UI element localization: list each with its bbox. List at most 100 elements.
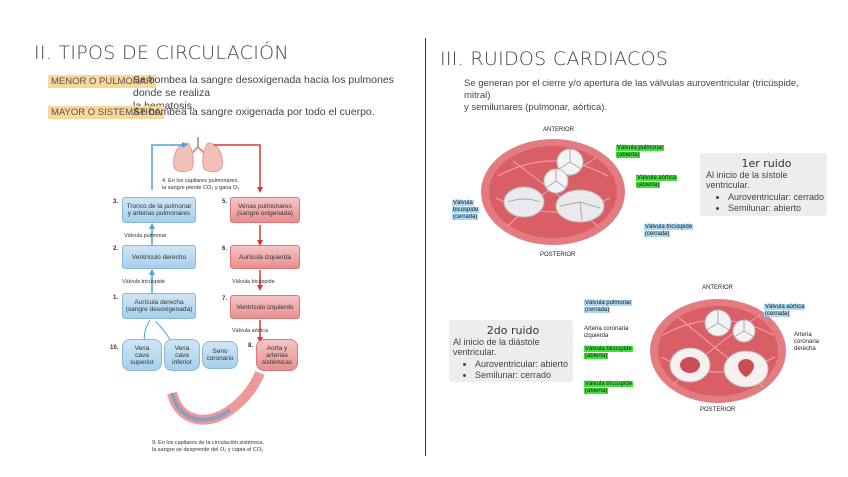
step-7-number: 7. bbox=[222, 296, 228, 302]
bottom-coron-der-line2: coronaria bbox=[794, 339, 820, 345]
step-8-number: 8. bbox=[248, 343, 254, 349]
bottom-coron-der-line1: Arteria bbox=[794, 332, 812, 338]
bottom-pulmonar-line1: Válvula pulmonar bbox=[584, 300, 633, 306]
box3-line1: Tronco de la pulmonar bbox=[126, 203, 192, 210]
bottom-coronaria-izq-label: Arteria coronaria izquierda bbox=[584, 326, 628, 340]
bottom-anterior-label: ANTERIOR bbox=[702, 285, 734, 291]
ruidos-intro: Se generan por el cierre y/o apertura de… bbox=[464, 78, 824, 114]
card1-list: Auroventricular: cerrado Semilunar: abie… bbox=[706, 192, 827, 214]
box8-line1: Aorta y bbox=[266, 344, 288, 352]
bottom-aortica-line2: (cerrada) bbox=[764, 311, 791, 317]
bottom-tricuspide-line2: (abierta) bbox=[584, 388, 609, 394]
top-bicuspide-line3: (cerrada) bbox=[452, 214, 479, 220]
bottom-coron-der-line3: derecha bbox=[794, 346, 816, 352]
top-tricuspide-label: Válvula tricúspide (cerrada) bbox=[644, 224, 694, 238]
bottom-pulmonar-line2: (cerrada) bbox=[584, 307, 611, 313]
top-pulmonar-line2: (abierta) bbox=[616, 152, 641, 158]
section-title-circulacion: II. TIPOS DE CIRCULACIÓN bbox=[34, 42, 289, 64]
card1-title: 1er ruido bbox=[741, 157, 792, 170]
bottom-bicuspide-line2: (abierta) bbox=[584, 353, 609, 359]
heart-top-drawing bbox=[481, 139, 625, 245]
box-aorta: Aorta y arterias sistémicas bbox=[256, 339, 298, 371]
vci-line3: inferior bbox=[172, 358, 192, 366]
step-4-caption: 4. En los capilares pulmonares, la sangr… bbox=[162, 178, 272, 192]
box1-line2: (sangre desoxigenada) bbox=[125, 306, 193, 313]
bottom-aortica-line1: Válvula aórtica bbox=[764, 304, 806, 310]
menor-text-line1: Se bombea la sangre desoxigenada hacia l… bbox=[133, 74, 394, 99]
section-title-ruidos: III. RUIDOS CARDIACOS bbox=[440, 48, 669, 70]
heart-top-illustration: ANTERIOR Válvula pulmonar (abierta) Válv… bbox=[448, 124, 698, 264]
card1-item-2: Semilunar: abierto bbox=[728, 203, 827, 214]
box-ventriculo-izquierdo: Ventrículo izquierdo bbox=[230, 295, 300, 319]
box8-line3: sistémicas bbox=[261, 358, 293, 366]
menor-tag: MENOR O PULMONAR bbox=[48, 75, 156, 88]
top-pulmonar-line1: Válvula pulmonar bbox=[616, 145, 665, 151]
top-tricuspide-line1: Válvula tricúspide bbox=[644, 224, 694, 230]
valve-tricuspide-label: Válvula tricúspide bbox=[122, 279, 166, 285]
step-9-line1: 9. En los capilares de la circulación si… bbox=[152, 440, 264, 446]
mayor-tag: MAYOR O SISTEMÁTICA bbox=[48, 106, 165, 119]
step-9-line2: la sangre se desprende del O₂ y capta el… bbox=[152, 447, 264, 453]
box-auricula-derecha: Aurícula derecha (sangre desoxigenada) bbox=[122, 293, 196, 319]
vcs-line3: superior bbox=[130, 358, 154, 366]
box-vena-cava-inferior: Vena cava inferior bbox=[164, 339, 200, 371]
card2-list: Auroventricular: abierto Semilunar: cerr… bbox=[453, 359, 573, 381]
card1-desc: Al inicio de la sístole ventricular. bbox=[706, 170, 788, 190]
seno-line1: Seno bbox=[212, 348, 228, 355]
top-aortica-line1: Válvula aórtica bbox=[636, 175, 678, 181]
lungs-icon bbox=[173, 137, 223, 173]
valve-pulmonar-label: Válvula pulmonar bbox=[124, 233, 167, 239]
top-tricuspide-line2: (cerrada) bbox=[644, 231, 671, 237]
box1-line1: Aurícula derecha bbox=[134, 299, 184, 306]
step-9-caption: 9. En los capilares de la circulación si… bbox=[152, 440, 302, 454]
mayor-description: Se bombea la sangre oxigenada por todo e… bbox=[133, 106, 375, 118]
step-5-number: 5. bbox=[222, 199, 228, 205]
bottom-aortica-label: Válvula aórtica (cerrada) bbox=[764, 304, 806, 318]
step-10-number: 10. bbox=[110, 345, 119, 351]
top-posterior-label: POSTERIOR bbox=[540, 252, 576, 258]
card2-title: 2do ruido bbox=[486, 324, 540, 337]
vci-line1: Vena bbox=[174, 344, 190, 352]
step-4-line2: la sangre pierde CO₂ y gana O₂ bbox=[162, 185, 240, 191]
box-seno-coronario: Seno coronario bbox=[202, 341, 238, 369]
box-tronco-pulmonar: Tronco de la pulmonar y arterias pulmona… bbox=[122, 197, 196, 223]
circulation-diagram: 4. En los capilares pulmonares, la sangr… bbox=[110, 125, 300, 460]
intro-line1: Se generan por el cierre y/o apertura de… bbox=[464, 78, 799, 101]
circulation-arrows bbox=[143, 137, 265, 425]
top-aortica-label: Válvula aórtica (abierta) bbox=[636, 175, 678, 189]
bottom-bicuspide-label: Válvula bicúspide (abierta) bbox=[584, 346, 633, 360]
heart-bottom-drawing bbox=[650, 299, 786, 403]
box8-line2: arterias bbox=[266, 351, 288, 359]
bottom-tricuspide-line1: Válvula tricúspide bbox=[584, 381, 634, 387]
step-3-number: 3. bbox=[113, 199, 119, 205]
vci-line2: cava bbox=[175, 351, 189, 359]
step-4-line1: 4. En los capilares pulmonares, bbox=[162, 178, 239, 184]
card2-item-1: Auroventricular: abierto bbox=[475, 359, 573, 370]
top-pulmonar-label: Válvula pulmonar (abierta) bbox=[616, 145, 665, 159]
box-auricula-izquierda: Aurícula izquierda bbox=[230, 245, 300, 269]
card2-desc: Al inicio de la diástole ventricular. bbox=[453, 337, 540, 357]
step-2-number: 2. bbox=[113, 246, 119, 252]
box-ventriculo-derecho: Ventrículo derecho bbox=[122, 245, 196, 269]
bottom-bicuspide-line1: Válvula bicúspide bbox=[584, 346, 633, 352]
top-bicuspide-line1: Válvula bbox=[452, 200, 474, 206]
top-bicuspide-line2: bicúspide bbox=[452, 207, 480, 213]
bottom-coron-izq-line1: Arteria coronaria bbox=[584, 326, 629, 332]
seno-line2: coronario bbox=[206, 355, 234, 362]
box-vena-cava-superior: Vena cava superior bbox=[122, 339, 162, 371]
card1-item-1: Auroventricular: cerrado bbox=[728, 192, 827, 203]
bottom-coron-izq-line2: izquierda bbox=[584, 333, 609, 339]
intro-line2: y semilunares (pulmonar, aórtica). bbox=[464, 102, 608, 113]
card-primer-ruido: 1er ruido Al inicio de la sístole ventri… bbox=[700, 153, 827, 216]
box5-line1: Venas pulmonares bbox=[238, 203, 292, 210]
valve-bicuspide-label: Válvula bicúspide bbox=[232, 279, 275, 285]
vcs-line1: Vena bbox=[134, 344, 150, 352]
top-anterior-label: ANTERIOR bbox=[543, 127, 575, 133]
top-bicuspide-label: Válvula bicúspide (cerrada) bbox=[452, 200, 480, 221]
bottom-posterior-label: POSTERIOR bbox=[700, 407, 736, 413]
valve-aortica-label: Válvula aórtica bbox=[232, 328, 269, 334]
column-divider bbox=[425, 38, 426, 456]
box-venas-pulmonares: Venas pulmonares (sangre oxigenada) bbox=[230, 197, 300, 223]
box3-line2: y arterias pulmonares bbox=[127, 210, 191, 217]
bottom-pulmonar-label: Válvula pulmonar (cerrada) bbox=[584, 300, 633, 314]
